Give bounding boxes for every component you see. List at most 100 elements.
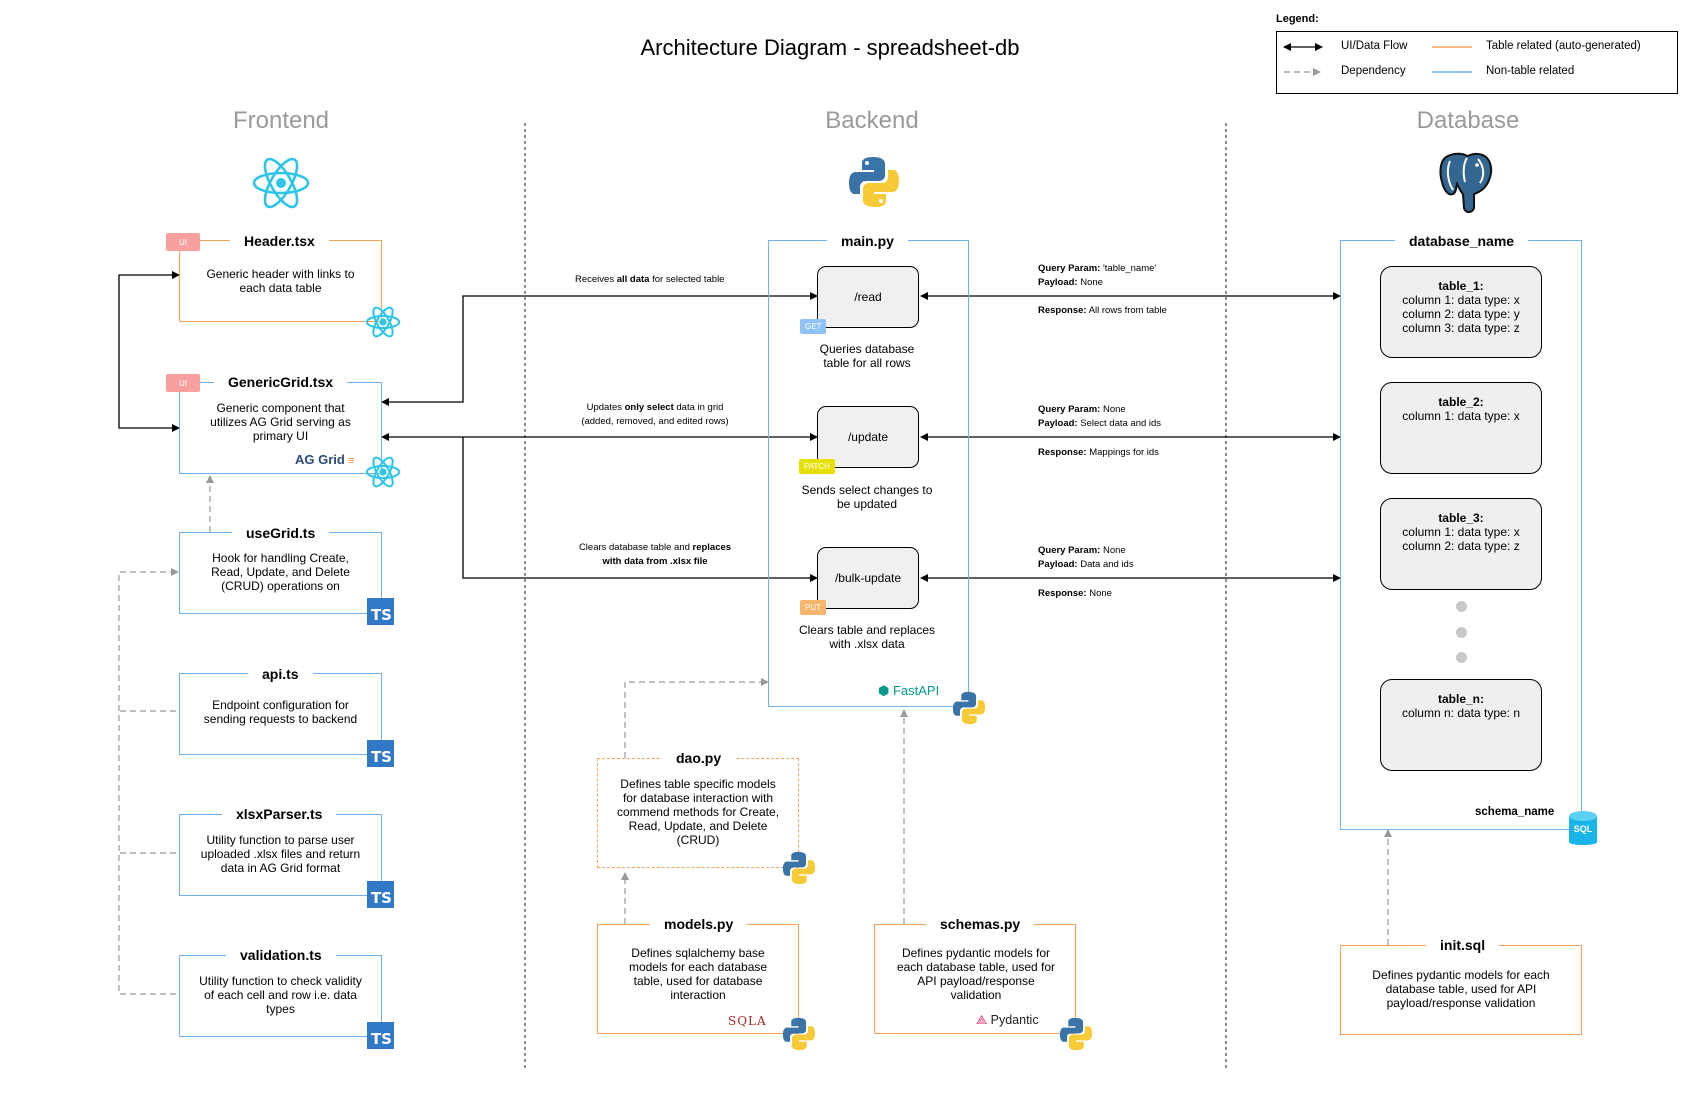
get-method-badge: GET xyxy=(800,319,827,334)
header-tsx-desc: Generic header with links to each data t… xyxy=(206,267,355,295)
python-icon xyxy=(952,691,986,725)
update-endpoint[interactable]: /update xyxy=(817,406,919,468)
python-icon xyxy=(849,157,899,207)
legend-ui-flow: UI/Data Flow xyxy=(1341,40,1408,52)
init-sql-box xyxy=(1340,945,1582,1035)
ag-grid-logo: AG Grid ≡ xyxy=(295,452,354,467)
schemas-py-box xyxy=(874,924,1076,1034)
read-endpoint[interactable]: /read xyxy=(817,266,919,328)
ui-tag: UI xyxy=(166,374,200,392)
read-right-params: Query Param: 'table_name'Payload: None xyxy=(1038,263,1157,288)
xlsxparser-ts-desc: Utility function to parse user uploaded … xyxy=(200,833,361,875)
sql-label: SQL xyxy=(1573,824,1593,834)
bulk-left-flow xyxy=(462,437,818,582)
sqlalchemy-logo: SQLA xyxy=(728,1014,767,1028)
ellipsis-dot xyxy=(1456,652,1467,663)
table-card[interactable]: table_3: column 1: data type: x column 2… xyxy=(1380,498,1542,590)
database-heading: Database xyxy=(1416,107,1520,134)
read-right-response: Response: All rows from table xyxy=(1038,305,1167,316)
xlsxparser-ts-title: xlsxParser.ts xyxy=(222,806,337,822)
table-column: column 2: data type: z xyxy=(1402,539,1520,553)
models-py-desc: Defines sqlalchemy base models for each … xyxy=(628,946,768,1002)
init-sql-title: init.sql xyxy=(1426,937,1500,953)
validation-ts-title: validation.ts xyxy=(226,947,336,963)
typescript-icon: TS xyxy=(367,598,394,625)
react-icon xyxy=(365,306,401,338)
frontend-heading: Frontend xyxy=(232,107,330,134)
validation-ts-desc: Utility function to check validity of ea… xyxy=(199,974,362,1016)
schemas-py-title: schemas.py xyxy=(926,916,1035,932)
update-left-label: Updates only select data in grid(added, … xyxy=(581,402,729,427)
header-grid-link xyxy=(118,271,180,432)
dao-dependency xyxy=(624,678,769,758)
legend-dependency: Dependency xyxy=(1341,65,1406,77)
table-column: column 2: data type: y xyxy=(1402,307,1520,321)
validation-ts-box xyxy=(179,955,382,1037)
header-tsx-title: Header.tsx xyxy=(230,233,329,249)
table-column: column 3: data type: z xyxy=(1402,321,1520,335)
ag-grid-label: AG Grid xyxy=(295,452,345,467)
utils-dependency xyxy=(118,568,179,995)
table-column: column 1: data type: x xyxy=(1402,409,1520,423)
table-name: table_3: xyxy=(1438,511,1484,525)
bulk-update-endpoint[interactable]: /bulk-update xyxy=(817,547,919,609)
update-right-response: Response: Mappings for ids xyxy=(1038,447,1159,458)
table-column: column 1: data type: x xyxy=(1402,525,1520,539)
usegrid-ts-box xyxy=(179,532,382,614)
ag-grid-mark-icon: ≡ xyxy=(344,455,355,467)
diagram-title: Architecture Diagram - spreadsheet-db xyxy=(640,35,1020,60)
read-left-label: Receives all data for selected table xyxy=(575,274,725,285)
fastapi-logo: ⬢ FastAPI xyxy=(878,683,939,699)
sql-cylinder-icon xyxy=(1569,811,1597,845)
genericgrid-tsx-title: GenericGrid.tsx xyxy=(214,374,348,390)
react-icon xyxy=(365,456,401,488)
typescript-icon: TS xyxy=(367,740,394,767)
api-ts-title: api.ts xyxy=(248,666,313,682)
xlsxparser-ts-box xyxy=(179,814,382,896)
fastapi-label: FastAPI xyxy=(892,683,940,698)
react-icon xyxy=(252,157,310,209)
typescript-icon: TS xyxy=(367,881,394,908)
table-card[interactable]: table_n: column n: data type: n xyxy=(1380,679,1542,771)
table-name: table_n: xyxy=(1437,692,1484,706)
ui-tag: UI xyxy=(166,233,200,251)
bulk-update-endpoint-desc: Clears table and replaces with .xlsx dat… xyxy=(798,623,936,651)
dao-py-desc: Defines table specific models for databa… xyxy=(616,777,780,847)
database-title: database_name xyxy=(1395,233,1529,249)
models-py-title: models.py xyxy=(650,916,748,932)
usegrid-ts-desc: Hook for handling Create, Read, Update, … xyxy=(211,551,350,593)
pydantic-logo: ⟁ Pydantic xyxy=(976,1013,1039,1028)
update-endpoint-desc: Sends select changes to be updated xyxy=(801,483,933,511)
legend-title: Legend: xyxy=(1276,13,1319,25)
api-ts-box xyxy=(179,673,382,755)
api-ts-desc: Endpoint configuration for sending reque… xyxy=(203,698,358,726)
python-icon xyxy=(782,1017,816,1051)
ellipsis-dot xyxy=(1456,627,1467,638)
table-column: column n: data type: n xyxy=(1401,706,1521,720)
legend-box xyxy=(1276,31,1678,94)
sql-database-icon: SQL xyxy=(1568,810,1598,848)
schema-name-label: schema_name xyxy=(1475,806,1555,818)
python-icon xyxy=(782,851,816,885)
table-card[interactable]: table_1: column 1: data type: x column 2… xyxy=(1380,266,1542,358)
patch-method-badge: PATCH xyxy=(799,459,835,474)
genericgrid-tsx-desc: Generic component that utilizes AG Grid … xyxy=(210,401,351,443)
table-name: table_1: xyxy=(1438,279,1484,293)
fastapi-icon: ⬢ xyxy=(878,683,893,698)
table-name: table_2: xyxy=(1438,395,1484,409)
schemas-py-desc: Defines pydantic models for each databas… xyxy=(896,946,1056,1002)
pydantic-label: Pydantic xyxy=(990,1013,1039,1027)
backend-heading: Backend xyxy=(825,107,919,134)
table-column: column 1: data type: x xyxy=(1402,293,1520,307)
legend-table-related: Table related (auto-generated) xyxy=(1486,40,1641,52)
usegrid-ts-title: useGrid.ts xyxy=(232,525,330,541)
table-card[interactable]: table_2: column 1: data type: x xyxy=(1380,382,1542,474)
postgresql-elephant-icon xyxy=(1439,152,1493,214)
read-endpoint-desc: Queries database table for all rows xyxy=(819,342,915,370)
legend-non-table-related: Non-table related xyxy=(1486,65,1575,77)
main-py-title: main.py xyxy=(827,233,908,249)
